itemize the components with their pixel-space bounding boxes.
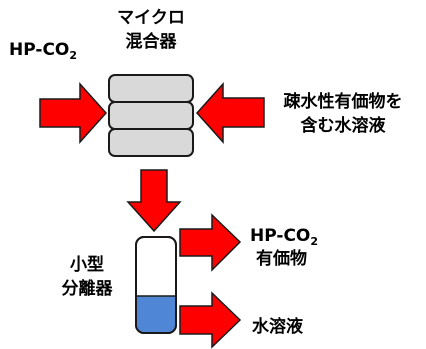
hp-co2-inflow-label: HP-CO2 — [9, 40, 77, 62]
hp-co2-outflow-label: HP-CO2 — [250, 226, 318, 248]
micro-mixer — [108, 74, 194, 157]
aqueous-inflow-arrow — [195, 82, 265, 144]
separator-label-line1: 小型 — [70, 255, 104, 275]
mixer-to-separator-arrow — [126, 169, 182, 233]
aqueous-inflow-label-line2: 含む水溶液 — [300, 116, 386, 136]
separator-lower-phase — [137, 296, 175, 332]
mixer-label-line2: 混合器 — [125, 32, 177, 52]
co2-product-outflow-arrow — [179, 213, 242, 272]
hp-co2-outflow-subscript: 2 — [310, 235, 319, 248]
mixer-block-bottom — [108, 128, 194, 157]
separator-outline — [135, 236, 177, 334]
mixer-label-line1: マイクロ — [117, 8, 185, 28]
aqueous-outflow-label: 水溶液 — [252, 317, 303, 337]
hp-co2-inflow-arrow — [39, 82, 108, 144]
hp-co2-inflow-subscript: 2 — [69, 49, 78, 62]
hp-co2-inflow-main: HP-CO — [9, 40, 70, 60]
mixer-block-middle — [108, 101, 194, 130]
product-outflow-label: 有価物 — [256, 249, 307, 269]
hp-co2-outflow-main: HP-CO — [250, 226, 311, 246]
aqueous-outflow-arrow — [179, 291, 242, 349]
small-separator — [135, 236, 177, 334]
mixer-block-top — [108, 74, 194, 103]
aqueous-inflow-label-line1: 疎水性有価物を — [283, 92, 403, 112]
separator-label-line2: 分離器 — [61, 279, 113, 299]
